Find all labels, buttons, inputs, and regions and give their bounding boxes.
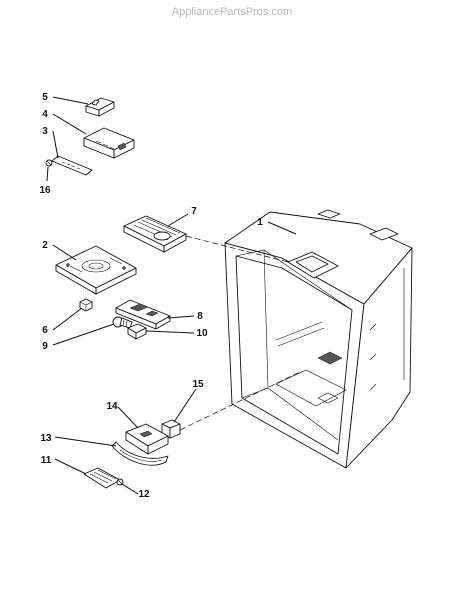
- part-6-nut: [79, 298, 93, 312]
- part-13-shield: [111, 441, 169, 466]
- part-3-strip: [51, 155, 93, 176]
- callout-8: 8: [197, 311, 203, 322]
- part-16-screw: [45, 159, 53, 167]
- callout-labels: 5 4 3 16 2 6 9 7 8 10 1 15 14 13 11 12: [39, 92, 263, 500]
- assembly-lines: [179, 235, 301, 431]
- callout-2: 2: [42, 240, 48, 251]
- callout-12: 12: [138, 489, 150, 500]
- part-8-bracket: [115, 299, 171, 330]
- part-14-housing: [125, 423, 169, 455]
- callout-1: 1: [257, 217, 263, 228]
- part-7-diffuser: [123, 215, 187, 253]
- callout-10: 10: [196, 328, 208, 339]
- part-12-screw: [116, 478, 124, 486]
- callout-16: 16: [39, 185, 51, 196]
- watermark-text: AppliancePartsPros.com: [172, 6, 292, 18]
- leader-lines: [46, 96, 297, 495]
- callout-6: 6: [42, 325, 48, 336]
- callout-3: 3: [42, 126, 48, 137]
- part-1-liner: [224, 209, 413, 469]
- part-5-clip: [85, 97, 115, 117]
- callout-4: 4: [42, 109, 48, 120]
- part-2-housing: [55, 245, 137, 295]
- part-10-socket: [127, 323, 147, 340]
- part-11-lens: [83, 467, 121, 489]
- part-4-cover: [83, 127, 135, 159]
- callout-15: 15: [192, 379, 204, 390]
- callout-13: 13: [40, 433, 52, 444]
- callout-5: 5: [42, 92, 48, 103]
- callout-14: 14: [106, 401, 118, 412]
- callout-11: 11: [41, 455, 52, 466]
- callout-7: 7: [191, 206, 197, 217]
- callout-9: 9: [42, 341, 48, 352]
